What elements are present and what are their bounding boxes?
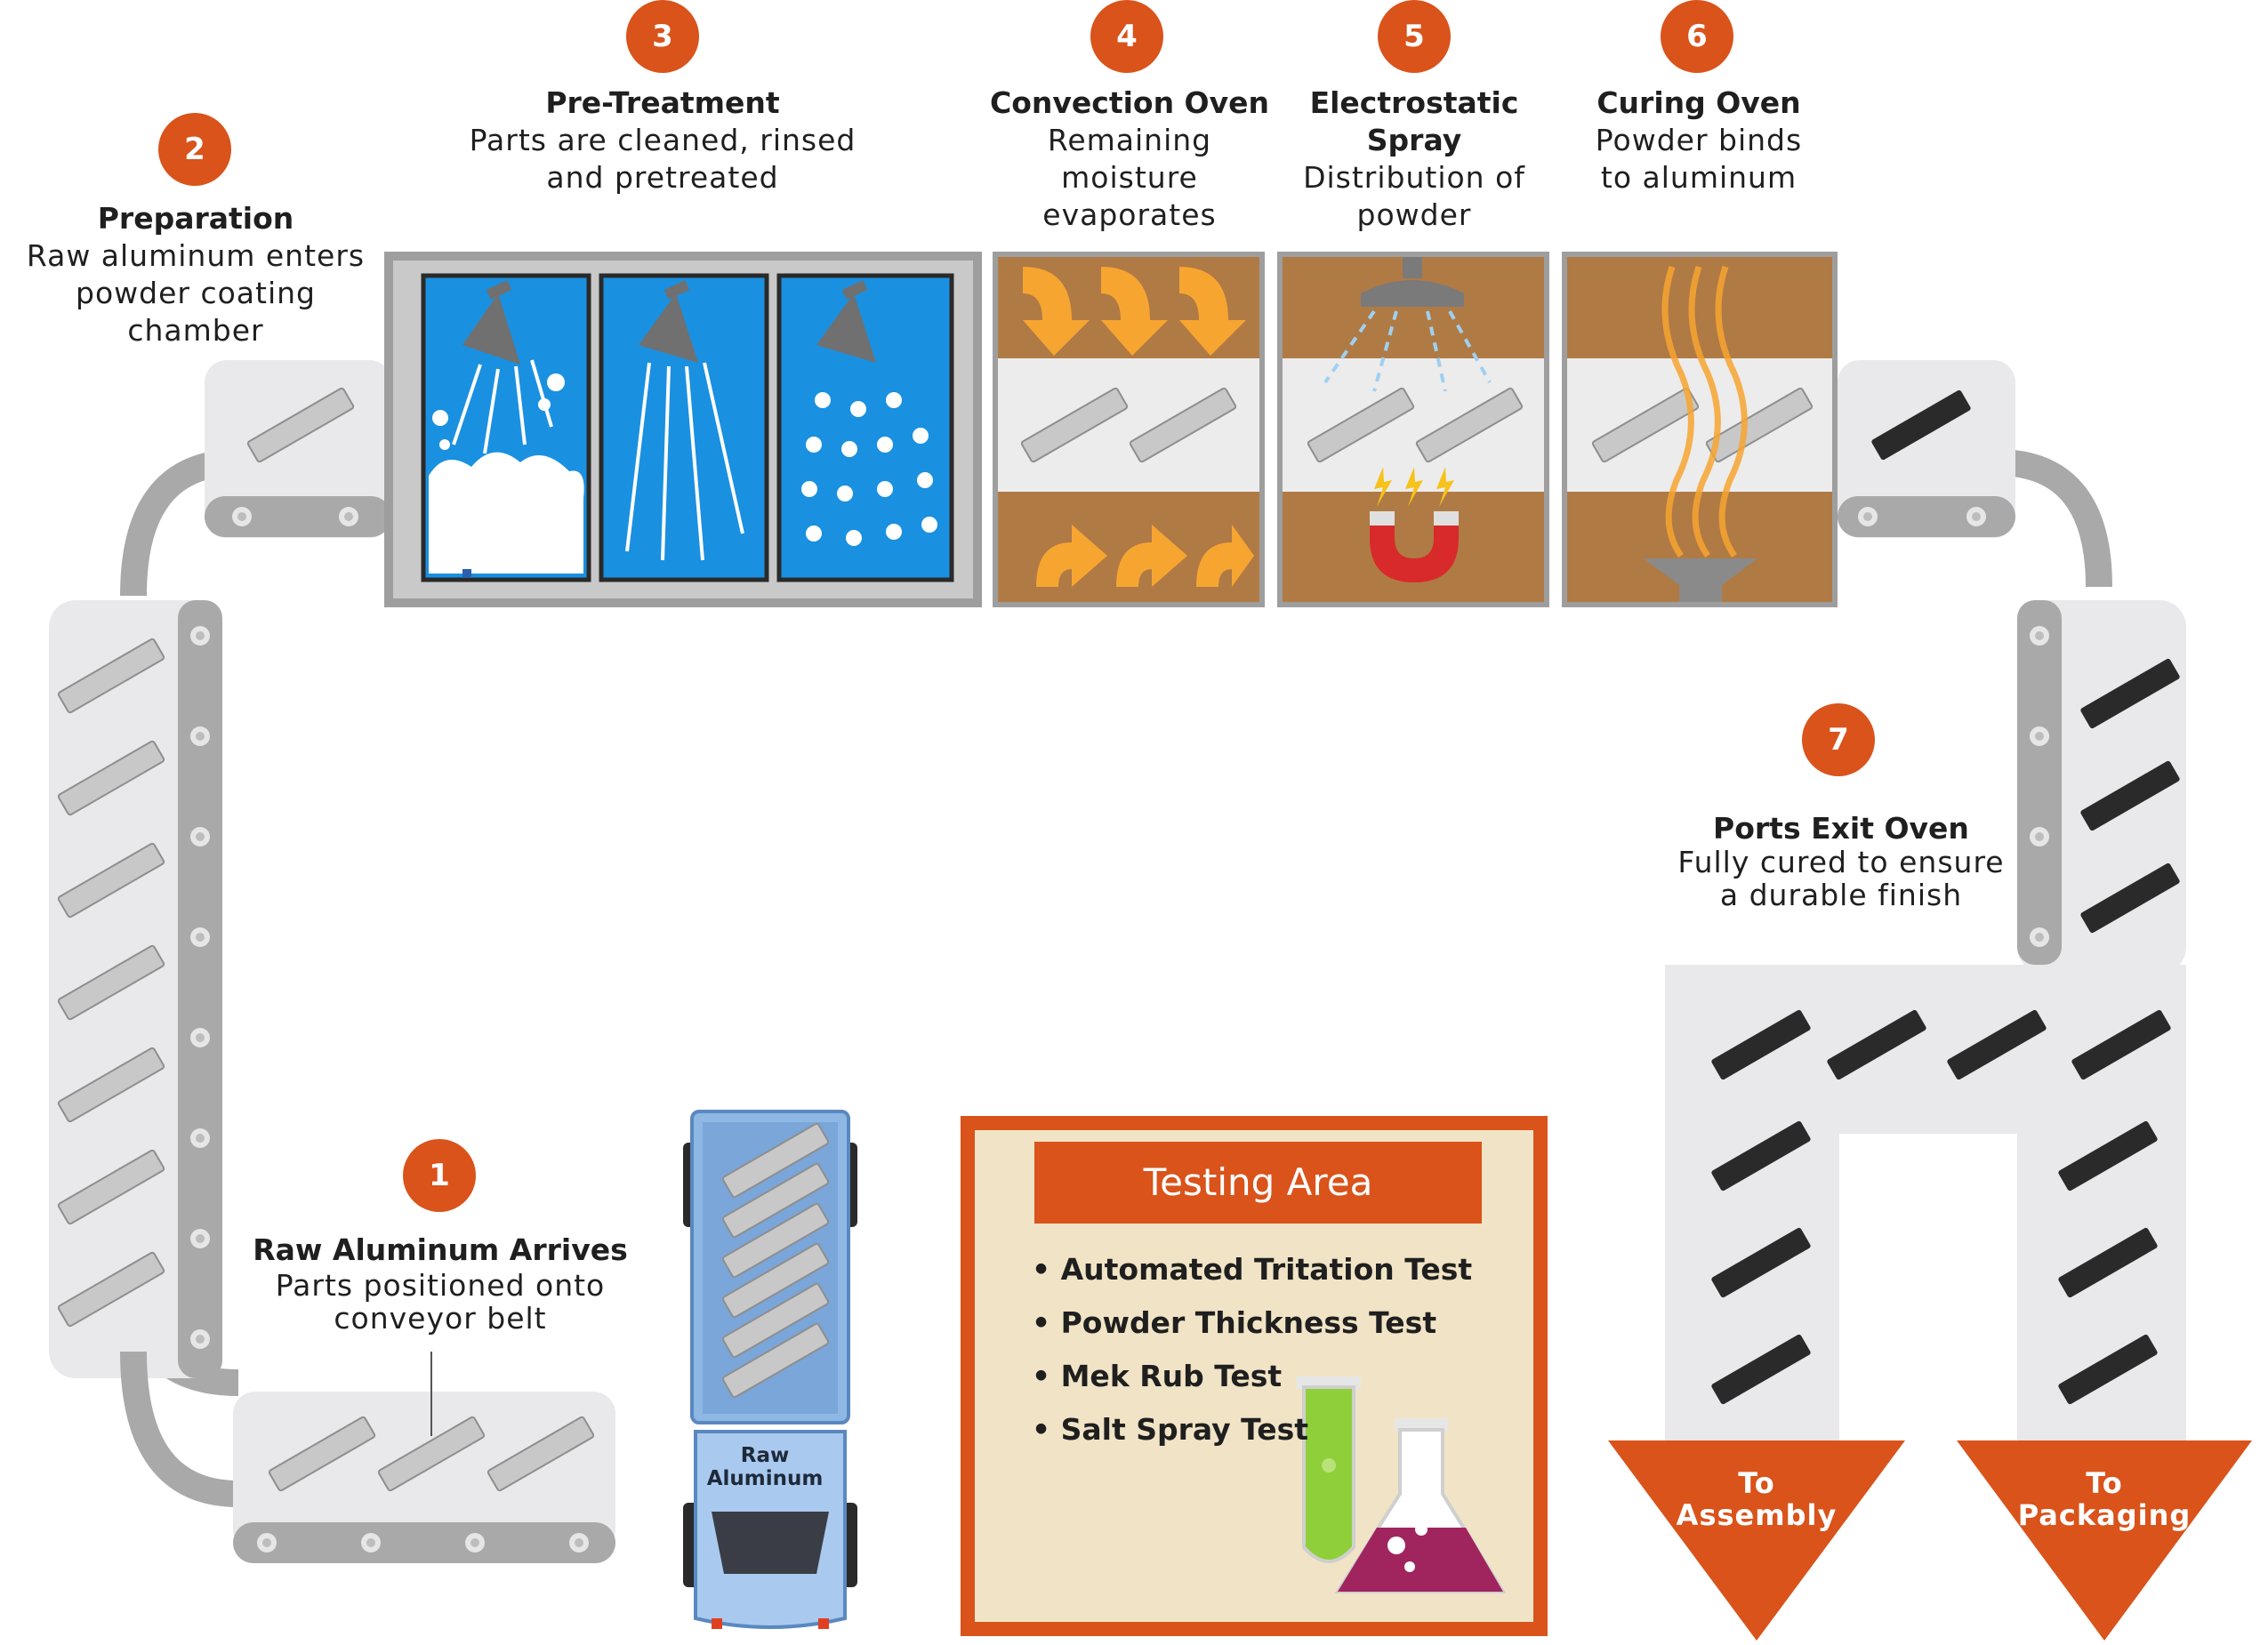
step-7-desc-line: Fully cured to ensure	[1677, 845, 2005, 879]
start-conveyor	[120, 1351, 615, 1563]
step-1-desc-line: Parts positioned onto	[275, 1268, 606, 1303]
splitter-conveyor	[1665, 965, 2186, 1445]
step-5-title-line: Spray	[1366, 123, 1462, 157]
test-item: Powder Thickness Test	[1032, 1296, 1472, 1350]
step-6-title: Curing Oven	[1596, 85, 1801, 120]
test-item: Mek Rub Test	[1032, 1350, 1472, 1403]
water-drops-icon	[801, 392, 937, 546]
testing-area-title: Testing Area	[1034, 1142, 1482, 1224]
test-list: Automated Tritation Test Powder Thicknes…	[1032, 1243, 1473, 1456]
test-item: Automated Tritation Test	[1032, 1243, 1473, 1296]
truck-label-line: Aluminum	[706, 1467, 824, 1490]
exit-arrow-assembly	[1608, 1440, 1905, 1641]
exit-packaging-line: To	[2086, 1466, 2123, 1500]
step-2-desc-line: powder coating	[76, 276, 316, 310]
step-7-title: Ports Exit Oven	[1713, 811, 1969, 846]
step-2-title: Preparation	[97, 201, 294, 236]
step-3-desc-line: Parts are cleaned, rinsed	[469, 123, 857, 157]
step-3-title: Pre-Treatment	[545, 85, 780, 120]
exit-oven-conveyor	[1838, 360, 2015, 538]
step-4-desc-line: evaporates	[1042, 197, 1217, 232]
truck-label-line: Raw	[740, 1444, 790, 1467]
step-1-desc-line: conveyor belt	[334, 1301, 547, 1336]
truck-label: Raw Aluminum	[694, 1444, 836, 1490]
step-7-caption: Ports Exit Oven Fully cured to ensure a …	[1663, 811, 2019, 912]
spray-nozzle-icon	[1361, 257, 1464, 307]
preparation-conveyor	[205, 360, 391, 538]
step-6-badge: 6	[1661, 0, 1733, 73]
exit-assembly-line: To	[1738, 1466, 1775, 1500]
pretreatment-chamber	[384, 252, 982, 607]
exit-packaging-line: Packaging	[2017, 1498, 2192, 1532]
foam	[429, 373, 584, 574]
exit-packaging-label: To Packaging	[1998, 1467, 2211, 1531]
convection-oven	[993, 252, 1265, 607]
step-5-title-line: Electrostatic	[1309, 85, 1519, 120]
step-2-desc-line: Raw aluminum enters	[26, 238, 366, 273]
step-7-desc-line: a durable finish	[1719, 878, 1963, 912]
step-4-badge: 4	[1090, 0, 1163, 73]
step-4-desc-line: Remaining	[1047, 123, 1212, 157]
curing-oven	[1562, 252, 1838, 607]
step-4-desc-line: moisture	[1061, 160, 1198, 195]
exit-arrow-packaging	[1957, 1440, 2252, 1641]
step-3-desc-line: and pretreated	[546, 160, 779, 195]
step-7-badge: 7	[1802, 703, 1875, 776]
step-4-title: Convection Oven	[989, 85, 1269, 120]
step-5-caption: Electrostatic Spray Distribution of powd…	[1281, 84, 1548, 234]
exit-assembly-label: To Assembly	[1650, 1467, 1863, 1531]
step-4-caption: Convection Oven Remaining moisture evapo…	[987, 84, 1272, 234]
electrostatic-spray-booth	[1277, 252, 1549, 607]
step-3-caption: Pre-Treatment Parts are cleaned, rinsed …	[449, 84, 876, 197]
heat-arrow-icon	[1023, 267, 1254, 587]
step-2-badge: 2	[158, 113, 231, 186]
step-1-caption: Raw Aluminum Arrives Parts positioned on…	[249, 1232, 631, 1335]
step-6-caption: Curing Oven Powder binds to aluminum	[1565, 84, 1832, 197]
step-1-badge: 1	[403, 1139, 476, 1212]
step-6-desc-line: to aluminum	[1600, 160, 1798, 195]
left-vertical-conveyor	[49, 600, 222, 1378]
truck-icon	[683, 1110, 857, 1629]
step-5-desc-line: powder	[1356, 197, 1472, 232]
right-vertical-conveyor	[2017, 600, 2186, 974]
shower-icon	[462, 280, 876, 365]
exit-assembly-line: Assembly	[1676, 1498, 1838, 1532]
magnet-icon	[1370, 511, 1459, 582]
step-2-desc-line: chamber	[127, 313, 264, 348]
step-6-desc-line: Powder binds	[1595, 123, 1803, 157]
step-5-desc-line: Distribution of	[1303, 160, 1525, 195]
lightning-icon	[1374, 467, 1454, 507]
step-3-badge: 3	[626, 0, 699, 73]
heat-wave-icon	[1661, 265, 1748, 558]
step-5-badge: 5	[1378, 0, 1451, 73]
step-1-title: Raw Aluminum Arrives	[253, 1232, 628, 1267]
test-item: Salt Spray Test	[1032, 1403, 1472, 1456]
step-2-caption: Preparation Raw aluminum enters powder c…	[18, 200, 374, 349]
